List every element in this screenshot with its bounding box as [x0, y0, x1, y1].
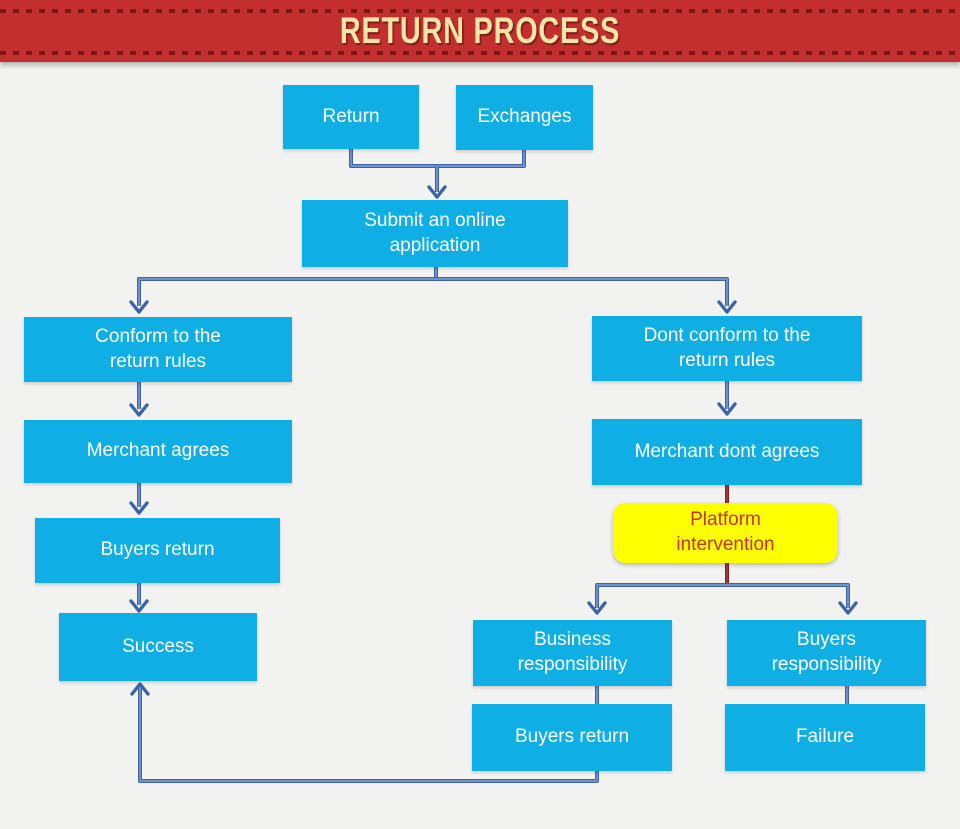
node-failure: Failure	[725, 704, 925, 771]
edge-conform-merchant-agrees	[129, 382, 149, 417]
node-submit-application: Submit an online application	[302, 200, 568, 267]
node-merchant-agrees: Merchant agrees	[24, 420, 292, 483]
node-success: Success	[59, 613, 257, 681]
node-business-responsibility: Business responsibility	[473, 620, 672, 686]
node-conform-rules: Conform to the return rules	[24, 317, 292, 382]
node-buyers-responsibility: Buyers responsibility	[727, 620, 926, 686]
edge-merchant-agrees-buyers-return	[129, 483, 149, 515]
edge-platform-split	[587, 583, 858, 615]
banner-dashed-line-bottom	[0, 51, 960, 55]
node-buyers-return: Buyers return	[35, 518, 280, 583]
node-return: Return	[283, 85, 419, 149]
edge-return-exchanges-submit	[349, 149, 526, 199]
title-banner: RETURN PROCESS	[0, 0, 960, 62]
edge-submit-split	[129, 267, 737, 314]
node-merchant-dont-agrees: Merchant dont agrees	[592, 419, 862, 485]
edge-dontconform-merchant-dont	[717, 381, 737, 416]
node-exchanges: Exchanges	[456, 85, 593, 150]
edge-buyers-return-success	[129, 583, 149, 613]
banner-dashed-line-top	[0, 9, 960, 13]
node-platform-intervention: Platform intervention	[613, 503, 838, 563]
page-title: RETURN PROCESS	[339, 10, 621, 51]
node-buyers-return-2: Buyers return	[472, 704, 672, 771]
node-dont-conform-rules: Dont conform to the return rules	[592, 316, 862, 381]
